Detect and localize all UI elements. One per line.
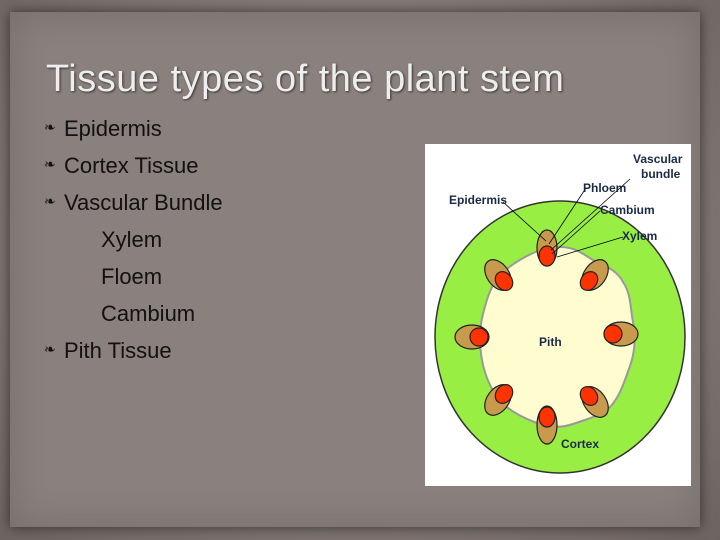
label-epidermis: Epidermis [449, 193, 507, 207]
label-xylem: Xylem [622, 229, 657, 243]
stem-cross-section-svg: Vascular bundle Phloem Epidermis Cambium… [434, 152, 686, 474]
label-phloem: Phloem [583, 181, 626, 195]
bullet-marker-icon: ❧ [44, 341, 56, 357]
bullet-marker-icon: ❧ [44, 119, 56, 135]
bullet-marker-icon: ❧ [44, 156, 56, 172]
label-bundle: bundle [641, 167, 681, 181]
bullet-marker-icon: ❧ [44, 193, 56, 209]
label-vascular: Vascular [633, 152, 683, 166]
vascular-bundles [454, 229, 639, 445]
slide-title: Tissue types of the plant stem [46, 58, 565, 100]
leader-lines [502, 178, 631, 258]
label-pith: Pith [539, 335, 562, 349]
label-cambium: Cambium [600, 203, 655, 217]
stem-diagram: Vascular bundle Phloem Epidermis Cambium… [425, 144, 691, 486]
label-cortex: Cortex [561, 437, 599, 451]
